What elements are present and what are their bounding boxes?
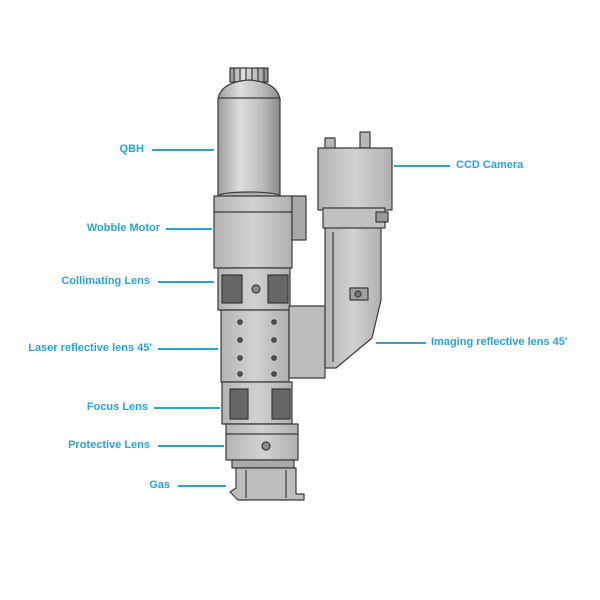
imaging-branch [324, 225, 382, 369]
nozzle [229, 467, 305, 501]
label-focus-lens: Focus Lens [86, 401, 148, 413]
label-gas: Gas [149, 479, 170, 491]
qbh-connector [217, 67, 281, 201]
focus-section [221, 381, 293, 425]
leader-laser-reflective-lens [158, 348, 218, 350]
leader-wobble-motor [166, 228, 212, 230]
laser-reflective-block [220, 305, 326, 383]
leader-qbh [152, 149, 214, 151]
label-qbh: QBH [119, 143, 144, 155]
wobble-motor-block [213, 195, 307, 269]
leader-gas [178, 485, 226, 487]
label-laser-reflective-lens: Laser reflective lens 45' [28, 342, 152, 354]
leader-collimating-lens [158, 281, 214, 283]
leader-protective-lens [158, 445, 224, 447]
label-ccd-camera: CCD Camera [456, 159, 524, 171]
label-imaging-reflective-lens: Imaging reflective lens 45' [431, 336, 568, 348]
collimating-section [217, 267, 291, 311]
label-collimating-lens: Collimating Lens [61, 275, 150, 287]
leader-focus-lens [154, 407, 220, 409]
ccd-camera [317, 131, 393, 229]
leader-ccd-camera [394, 165, 450, 167]
label-protective-lens: Protective Lens [68, 439, 150, 451]
leader-imaging-reflective-lens [376, 342, 426, 344]
label-wobble-motor: Wobble Motor [86, 222, 160, 234]
protective-section [225, 423, 299, 469]
